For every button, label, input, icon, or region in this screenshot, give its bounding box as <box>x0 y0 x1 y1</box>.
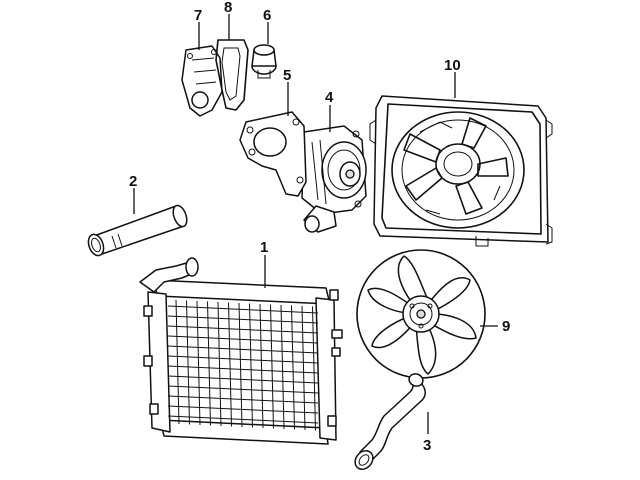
radiator-tube <box>167 365 319 374</box>
radiator-tube <box>167 335 319 344</box>
callout-3: 3 <box>423 437 431 454</box>
radiator-fin <box>196 300 201 426</box>
radiator-fin <box>259 303 264 429</box>
callout-2: 2 <box>129 173 137 190</box>
radiator-tube <box>167 315 319 324</box>
thermostat <box>251 44 277 79</box>
radiator-fin <box>217 301 222 427</box>
callout-7: 7 <box>194 7 202 24</box>
radiator-tube <box>167 375 319 384</box>
radiator-fin <box>291 305 295 430</box>
coolant-pipe <box>87 204 188 257</box>
callouts: 1 2 3 4 5 6 7 8 9 10 <box>129 0 510 454</box>
callout-5: 5 <box>283 67 291 84</box>
radiator-tube <box>167 385 319 394</box>
radiator-fin <box>312 306 316 431</box>
lower-hose <box>354 373 426 470</box>
radiator-tube <box>167 355 319 364</box>
callout-1: 1 <box>260 239 268 256</box>
radiator-fin <box>186 300 190 425</box>
radiator-tube <box>167 395 319 404</box>
cooling-fan <box>356 249 486 379</box>
radiator <box>139 257 343 445</box>
radiator-tube <box>167 345 319 354</box>
gasket <box>239 111 307 197</box>
fan-shroud <box>369 95 553 247</box>
radiator-fin <box>270 304 274 429</box>
callout-8: 8 <box>224 0 232 16</box>
radiator-fin <box>301 305 306 431</box>
radiator-tube <box>167 325 319 334</box>
radiator-tube <box>167 305 319 314</box>
water-pump <box>301 125 367 233</box>
radiator-fin <box>228 302 232 427</box>
radiator-fin <box>249 303 253 428</box>
callout-10: 10 <box>444 57 461 74</box>
radiator-fin <box>207 301 211 426</box>
radiator-fin <box>238 302 243 428</box>
radiator-fin <box>175 299 180 425</box>
radiator-tube <box>167 415 319 424</box>
radiator-fin <box>280 304 285 430</box>
housing-gasket <box>215 39 249 111</box>
radiator-tube <box>167 405 319 414</box>
leader-lines <box>133 14 498 434</box>
callout-6: 6 <box>263 7 271 24</box>
thermostat-housing <box>181 45 223 117</box>
callout-4: 4 <box>325 89 334 106</box>
callout-9: 9 <box>502 318 510 335</box>
